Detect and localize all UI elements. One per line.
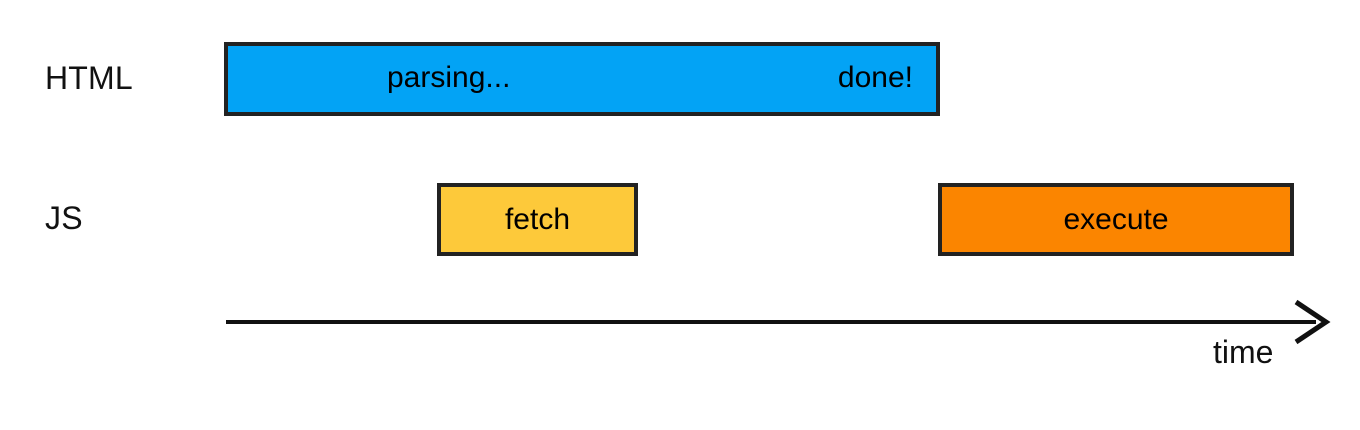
bar-js-fetch: fetch xyxy=(437,183,638,256)
bar-js-execute: execute xyxy=(938,183,1294,256)
row-label-html: HTML xyxy=(45,60,133,96)
bar-label-done: done! xyxy=(837,61,913,94)
arrow-right-icon xyxy=(1294,299,1331,345)
time-axis-label: time xyxy=(1213,334,1274,370)
row-label-js: JS xyxy=(45,200,83,236)
bar-label-fetch: fetch xyxy=(504,202,571,236)
bar-html-parsing: parsing... done! xyxy=(224,42,940,116)
bar-label-execute: execute xyxy=(1063,202,1169,236)
bar-label-parsing: parsing... xyxy=(387,61,511,94)
